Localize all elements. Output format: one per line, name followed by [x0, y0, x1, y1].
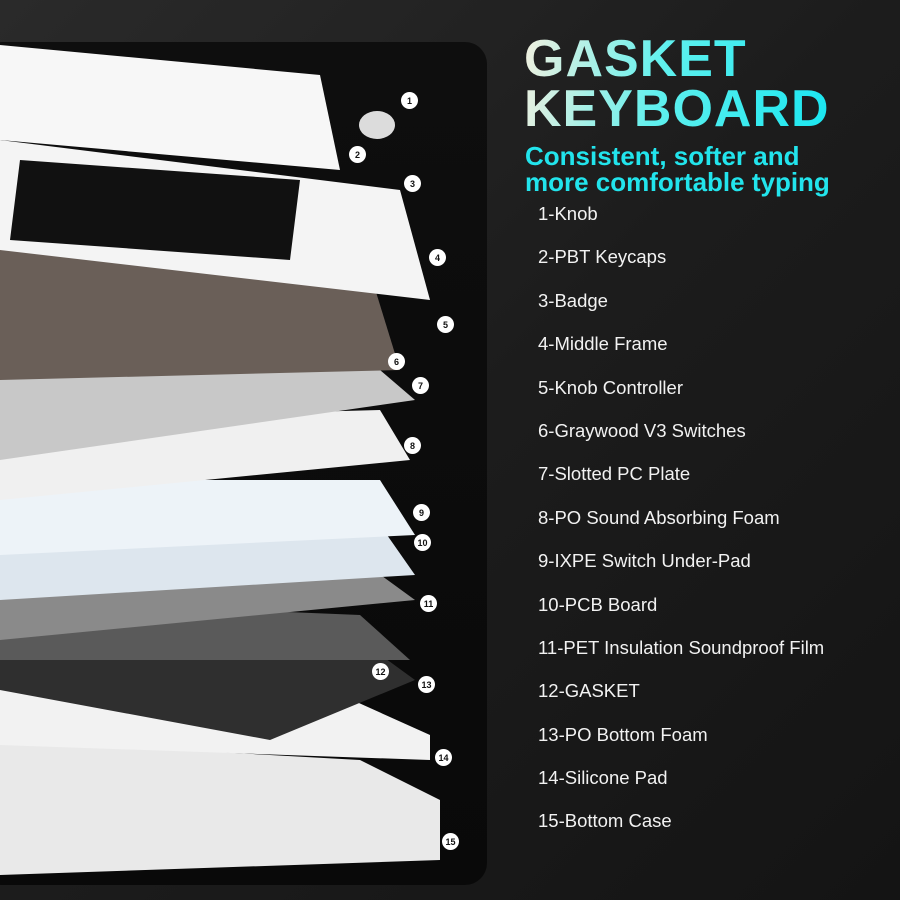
marker-12: 12 [372, 663, 389, 680]
part-item: 9-IXPE Switch Under-Pad [538, 550, 751, 572]
marker-5: 5 [437, 316, 454, 333]
part-item: 15-Bottom Case [538, 810, 672, 832]
exploded-keyboard-illustration [0, 45, 440, 875]
part-item: 8-PO Sound Absorbing Foam [538, 506, 780, 528]
subtitle-line-2: more comfortable typing [525, 167, 830, 197]
part-item: 7-Slotted PC Plate [538, 463, 691, 485]
marker-3: 3 [404, 175, 421, 192]
marker-14: 14 [435, 749, 452, 766]
layer-bottom-case [0, 740, 440, 875]
part-item: 14-Silicone Pad [538, 767, 668, 789]
part-item: 11-PET Insulation Soundproof Film [538, 636, 825, 658]
headline-line-2: KEYBOARD [524, 80, 830, 138]
layer-ixpe [0, 480, 415, 555]
parts-list: 1-Knob 2-PBT Keycaps 3-Badge 4-Middle Fr… [538, 203, 824, 854]
marker-8: 8 [404, 437, 421, 454]
subtitle-line-1: Consistent, softer and [525, 141, 800, 171]
part-item: 3-Badge [538, 289, 608, 311]
part-item: 10-PCB Board [538, 593, 658, 615]
knob [359, 111, 395, 139]
part-item: 12-GASKET [538, 680, 640, 702]
part-item: 2-PBT Keycaps [538, 246, 667, 268]
marker-4: 4 [429, 249, 446, 266]
subtitle: Consistent, softer and more comfortable … [525, 143, 830, 195]
marker-10: 10 [414, 534, 431, 551]
marker-2: 2 [349, 146, 366, 163]
marker-11: 11 [420, 595, 437, 612]
headline: GASKET KEYBOARD [524, 34, 830, 134]
part-item: 13-PO Bottom Foam [538, 723, 708, 745]
part-item: 5-Knob Controller [538, 376, 683, 398]
part-item: 6-Graywood V3 Switches [538, 419, 746, 441]
middle-frame-opening [10, 160, 300, 260]
layer-keycaps [0, 45, 340, 170]
marker-13: 13 [418, 676, 435, 693]
marker-15: 15 [442, 833, 459, 850]
part-item: 1-Knob [538, 203, 598, 224]
part-item: 4-Middle Frame [538, 333, 668, 355]
marker-7: 7 [412, 377, 429, 394]
marker-9: 9 [413, 504, 430, 521]
marker-1: 1 [401, 92, 418, 109]
marker-6: 6 [388, 353, 405, 370]
layer-pc-plate [0, 360, 415, 460]
